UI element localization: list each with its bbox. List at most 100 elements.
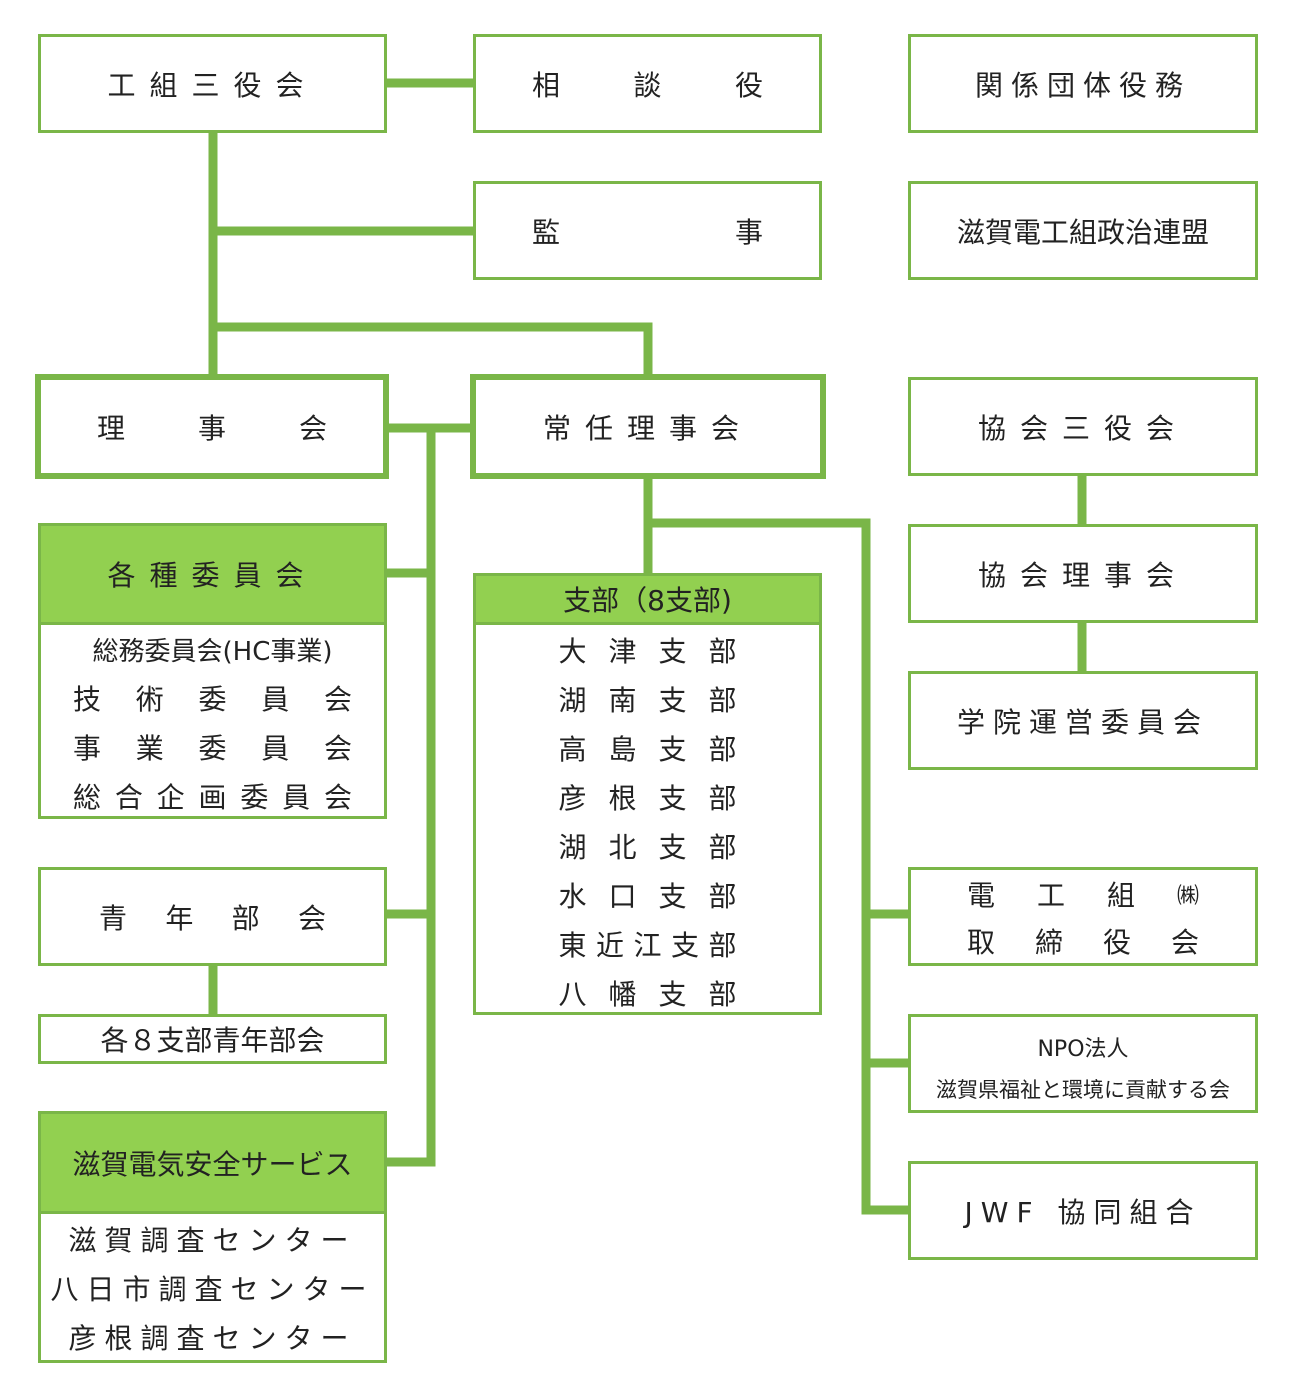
shibu-box: 支部（8支部) 大津支部湖南支部高島支部彦根支部湖北支部水口支部東近江支部八幡支… <box>473 573 822 1015</box>
shibu-char: 支 <box>658 634 687 668</box>
kyokai-rijikai-box: 協会理事会 <box>908 524 1258 623</box>
center-item: 八日市調査センター <box>50 1272 375 1306</box>
kaku-shibu-seinen-label: 各８支部青年部会 <box>100 1024 325 1057</box>
shibu-char: 彦 <box>558 781 587 815</box>
shibu-char: 部 <box>708 928 737 962</box>
iinkai-char: 員 <box>261 731 290 765</box>
shibu-char: 部 <box>708 634 737 668</box>
denkoukumi-char: ㈱ <box>1176 883 1199 909</box>
kaku-shibu-seinen-box: 各８支部青年部会 <box>38 1014 387 1064</box>
seiji-renmei-box: 滋賀電工組政治連盟 <box>908 181 1258 280</box>
shibu-char: 北 <box>608 830 637 864</box>
shibu-item: 八幡支部 <box>476 968 819 1017</box>
shibu-char: 支 <box>658 732 687 766</box>
iinkai-char: 会 <box>323 731 352 765</box>
shibu-char: 高 <box>558 732 587 766</box>
iinkai-item: 技術委員会 <box>41 673 384 722</box>
iinkai-char: 技 <box>73 682 102 716</box>
shibu-title: 支部（8支部) <box>476 576 819 625</box>
denkoukumi-box: 電 工 組 ㈱ 取 締 役 会 <box>908 867 1258 966</box>
iinkai-char: 委 <box>240 780 269 814</box>
iinkai-item-text: 事業委員会 <box>73 727 352 767</box>
iinkai-char: 委 <box>198 682 227 716</box>
shibu-item: 水口支部 <box>476 870 819 919</box>
shibu-char: 津 <box>608 634 637 668</box>
iinkai-char: 員 <box>261 682 290 716</box>
sodan-yaku-char: 相 <box>532 68 561 102</box>
kanji-box: 監 事 <box>473 181 822 280</box>
shibu-char: 口 <box>608 879 637 913</box>
shibu-char: 南 <box>608 683 637 717</box>
iinkai-char: 員 <box>282 780 311 814</box>
gakuin-iinkai-label: 学院運営委員会 <box>956 705 1209 739</box>
denkoukumi-char: 組 <box>1106 878 1135 912</box>
jwf-label: JWF 協同組合 <box>964 1195 1202 1229</box>
shibu-char: 近 <box>595 928 624 962</box>
shibu-char: 根 <box>608 781 637 815</box>
shibu-char: 支 <box>658 830 687 864</box>
jonin-rijikai-label: 常任理事会 <box>542 411 753 445</box>
kanji-label: 監 事 <box>476 184 819 277</box>
shiga-denki-title: 滋賀電気安全サービス <box>41 1114 384 1214</box>
gakuin-iinkai-box: 学院運営委員会 <box>908 671 1258 770</box>
shibu-char: 東 <box>558 928 587 962</box>
iinkai-char: 会 <box>323 780 352 814</box>
rijikai-char: 会 <box>298 411 327 445</box>
iinkai-char: 事 <box>73 731 102 765</box>
shibu-item: 彦根支部 <box>476 772 819 821</box>
shibu-char: 部 <box>708 977 737 1011</box>
denkoukumi-char: 取 <box>967 925 996 959</box>
kumiai-sanyakukai-box: 工組三役会 <box>38 34 387 133</box>
kyokai-rijikai-label: 協会理事会 <box>977 558 1188 592</box>
sodan-yaku-box: 相 談 役 <box>473 34 822 133</box>
iinkai-item-text: 技術委員会 <box>73 678 352 718</box>
seinen-char: 年 <box>165 901 194 935</box>
sodan-yaku-label: 相 談 役 <box>476 37 819 130</box>
rijikai-char: 事 <box>197 411 226 445</box>
center-item: 彦根調査センター <box>68 1321 357 1355</box>
iinkai-char: 委 <box>198 731 227 765</box>
shibu-char: 支 <box>658 683 687 717</box>
shibu-char: 湖 <box>558 830 587 864</box>
kankei-dantai-box: 関係団体役務 <box>908 34 1258 133</box>
npo-line2: 滋賀県福祉と環境に貢献する会 <box>936 1078 1230 1102</box>
iinkai-char: 合 <box>114 780 143 814</box>
seinen-bukai-box: 青 年 部 会 <box>38 867 387 966</box>
shibu-char: 江 <box>633 928 662 962</box>
jonin-rijikai-box: 常任理事会 <box>470 374 826 479</box>
sodan-yaku-char: 談 <box>633 68 662 102</box>
iinkai-item-text: 総合企画委員会 <box>73 776 352 816</box>
rijikai-box: 理 事 会 <box>35 374 389 479</box>
kyokai-sanyakukai-box: 協会三役会 <box>908 377 1258 476</box>
iinkai-item: 事業委員会 <box>41 722 384 771</box>
iinkai-char: 会 <box>323 682 352 716</box>
shibu-char: 湖 <box>558 683 587 717</box>
shibu-char: 支 <box>658 977 687 1011</box>
shibu-char: 部 <box>708 830 737 864</box>
kanji-char: 事 <box>734 215 763 249</box>
iinkai-item: 総合企画委員会 <box>41 771 384 820</box>
shibu-item: 湖北支部 <box>476 821 819 870</box>
denkoukumi-char: 締 <box>1034 925 1063 959</box>
seinen-char: 部 <box>231 901 260 935</box>
center-item: 滋賀調査センター <box>68 1223 357 1257</box>
shibu-char: 八 <box>558 977 587 1011</box>
npo-box: NPO法人 滋賀県福祉と環境に貢献する会 <box>908 1014 1258 1113</box>
jwf-box: JWF 協同組合 <box>908 1161 1258 1260</box>
shibu-char: 大 <box>558 634 587 668</box>
kyokai-sanyakukai-label: 協会三役会 <box>977 411 1188 445</box>
denkoukumi-char: 電 <box>967 878 996 912</box>
rijikai-char: 理 <box>97 411 126 445</box>
kanji-char: 監 <box>532 215 561 249</box>
shibu-item: 大津支部 <box>476 625 819 674</box>
iinkai-char: 業 <box>135 731 164 765</box>
shibu-item: 湖南支部 <box>476 674 819 723</box>
iinkai-item: 総務委員会(HC事業) <box>92 636 333 667</box>
denkoukumi-char: 役 <box>1102 925 1131 959</box>
shibu-char: 水 <box>558 879 587 913</box>
iinkai-char: 企 <box>156 780 185 814</box>
shiga-denki-box: 滋賀電気安全サービス 滋賀調査センター 八日市調査センター 彦根調査センター <box>38 1111 387 1363</box>
denkoukumi-line2: 取 締 役 会 <box>911 917 1255 964</box>
shibu-char: 島 <box>608 732 637 766</box>
